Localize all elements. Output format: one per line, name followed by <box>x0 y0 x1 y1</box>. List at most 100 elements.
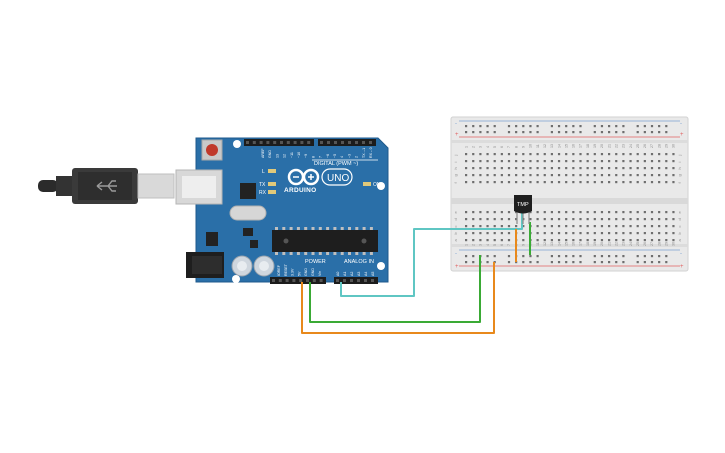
breadboard-hole[interactable] <box>536 160 539 163</box>
breadboard-hole[interactable] <box>465 218 468 221</box>
breadboard-hole[interactable] <box>557 153 561 156</box>
breadboard-hole[interactable] <box>600 211 604 214</box>
breadboard-hole[interactable] <box>550 211 553 214</box>
breadboard-hole[interactable] <box>643 225 646 228</box>
breadboard-hole[interactable] <box>579 167 582 170</box>
breadboard-rail-hole[interactable] <box>486 125 489 128</box>
breadboard-hole[interactable] <box>593 232 596 235</box>
breadboard-hole[interactable] <box>579 232 582 235</box>
breadboard-hole[interactable] <box>529 218 532 221</box>
breadboard-hole[interactable] <box>522 167 525 170</box>
breadboard-hole[interactable] <box>672 160 675 163</box>
breadboard-rail-hole[interactable] <box>650 261 654 264</box>
breadboard-hole[interactable] <box>636 225 639 228</box>
breadboard-rail-hole[interactable] <box>529 255 532 258</box>
breadboard-rail-hole[interactable] <box>615 125 618 128</box>
breadboard-hole[interactable] <box>493 174 496 177</box>
breadboard-hole[interactable] <box>600 174 604 177</box>
breadboard-hole[interactable] <box>658 211 661 214</box>
breadboard-hole[interactable] <box>536 167 539 170</box>
header-hole[interactable] <box>280 141 283 144</box>
breadboard-hole[interactable] <box>486 167 489 170</box>
breadboard-hole[interactable] <box>507 239 511 242</box>
breadboard-hole[interactable] <box>472 153 475 156</box>
breadboard-hole[interactable] <box>672 232 675 235</box>
breadboard-hole[interactable] <box>572 232 575 235</box>
breadboard-hole[interactable] <box>643 167 646 170</box>
breadboard-hole[interactable] <box>572 153 575 156</box>
breadboard-rail-hole[interactable] <box>550 255 553 258</box>
breadboard-hole[interactable] <box>636 167 639 170</box>
breadboard-hole[interactable] <box>500 225 503 228</box>
breadboard-hole[interactable] <box>550 232 553 235</box>
digital-header-1[interactable] <box>244 139 314 146</box>
breadboard-hole[interactable] <box>665 167 668 170</box>
breadboard-hole[interactable] <box>629 153 632 156</box>
breadboard-rail-hole[interactable] <box>472 255 475 258</box>
breadboard-hole[interactable] <box>622 239 625 242</box>
breadboard-rail-hole[interactable] <box>593 255 596 258</box>
breadboard-hole[interactable] <box>550 225 553 228</box>
breadboard-hole[interactable] <box>672 211 675 214</box>
breadboard-hole[interactable] <box>493 239 496 242</box>
breadboard-hole[interactable] <box>593 167 596 170</box>
breadboard-rail-hole[interactable] <box>565 255 568 258</box>
breadboard-hole[interactable] <box>586 225 589 228</box>
breadboard-hole[interactable] <box>650 225 654 228</box>
breadboard-hole[interactable] <box>515 160 518 163</box>
breadboard-rail-hole[interactable] <box>486 255 489 258</box>
breadboard-hole[interactable] <box>600 225 604 228</box>
breadboard-rail-hole[interactable] <box>522 131 525 134</box>
breadboard-hole[interactable] <box>622 153 625 156</box>
breadboard-hole[interactable] <box>565 174 568 177</box>
breadboard-rail-hole[interactable] <box>593 125 596 128</box>
breadboard-hole[interactable] <box>550 218 553 221</box>
breadboard-hole[interactable] <box>465 181 468 184</box>
breadboard-hole[interactable] <box>486 160 489 163</box>
breadboard-hole[interactable] <box>593 239 596 242</box>
breadboard-rail-hole[interactable] <box>600 261 604 264</box>
header-hole[interactable] <box>292 279 296 282</box>
header-hole[interactable] <box>343 279 346 282</box>
breadboard-hole[interactable] <box>650 239 654 242</box>
breadboard-rail-hole[interactable] <box>465 255 468 258</box>
breadboard-hole[interactable] <box>600 153 604 156</box>
breadboard-hole[interactable] <box>515 225 518 228</box>
breadboard-hole[interactable] <box>586 181 589 184</box>
breadboard-rail-hole[interactable] <box>522 255 525 258</box>
breadboard-hole[interactable] <box>550 160 553 163</box>
breadboard-rail-hole[interactable] <box>515 131 518 134</box>
breadboard-hole[interactable] <box>636 232 639 235</box>
breadboard-rail-hole[interactable] <box>472 261 475 264</box>
breadboard-hole[interactable] <box>507 174 511 177</box>
breadboard-hole[interactable] <box>557 218 561 221</box>
breadboard-rail-hole[interactable] <box>572 125 575 128</box>
breadboard-hole[interactable] <box>615 239 618 242</box>
breadboard-rail-hole[interactable] <box>550 125 553 128</box>
header-hole[interactable] <box>266 141 270 144</box>
breadboard-hole[interactable] <box>579 225 582 228</box>
breadboard-rail-hole[interactable] <box>608 131 611 134</box>
breadboard-rail-hole[interactable] <box>536 261 539 264</box>
breadboard-rail-hole[interactable] <box>665 125 668 128</box>
breadboard-hole[interactable] <box>479 160 482 163</box>
breadboard-hole[interactable] <box>550 167 553 170</box>
breadboard-hole[interactable] <box>636 239 639 242</box>
header-hole[interactable] <box>341 141 344 144</box>
breadboard-rail-hole[interactable] <box>557 125 561 128</box>
breadboard-hole[interactable] <box>472 174 475 177</box>
breadboard-hole[interactable] <box>557 167 561 170</box>
usb-cable[interactable] <box>38 168 175 204</box>
breadboard-rail-hole[interactable] <box>472 125 475 128</box>
breadboard-hole[interactable] <box>522 232 525 235</box>
breadboard-hole[interactable] <box>629 160 632 163</box>
breadboard-hole[interactable] <box>579 218 582 221</box>
breadboard-hole[interactable] <box>629 232 632 235</box>
breadboard-hole[interactable] <box>650 232 654 235</box>
breadboard-hole[interactable] <box>500 211 503 214</box>
breadboard-hole[interactable] <box>586 160 589 163</box>
header-hole[interactable] <box>327 141 330 144</box>
breadboard-rail-hole[interactable] <box>529 261 532 264</box>
breadboard-rail-hole[interactable] <box>550 131 553 134</box>
breadboard-hole[interactable] <box>550 153 553 156</box>
